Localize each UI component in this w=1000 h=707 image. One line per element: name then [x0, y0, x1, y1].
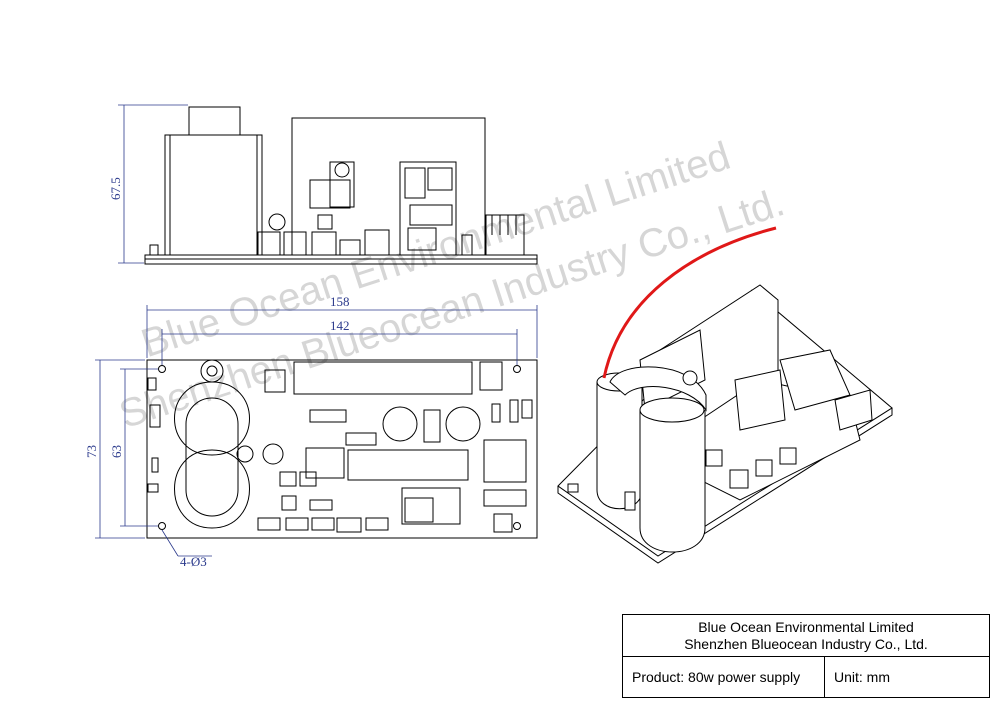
dim-width-label: 73 [84, 445, 99, 458]
dim-height [118, 104, 188, 264]
dim-height-label: 67.5 [108, 177, 123, 200]
dim-length-label: 158 [330, 294, 350, 309]
dim-hole-spacing-x-label: 142 [330, 318, 350, 333]
dim-holes-label: 4-Ø3 [180, 554, 207, 569]
company-name-cn: Shenzhen Blueocean Industry Co., Ltd. [684, 636, 928, 652]
title-block: Blue Ocean Environmental Limited Shenzhe… [622, 614, 990, 698]
title-block-company: Blue Ocean Environmental Limited Shenzhe… [623, 615, 989, 657]
product-cell: Product: 80w power supply [623, 657, 825, 697]
top-view [146, 359, 538, 539]
company-name-en: Blue Ocean Environmental Limited [698, 619, 914, 635]
side-view [144, 106, 538, 265]
unit-cell: Unit: mm [834, 669, 890, 685]
dim-top [95, 305, 538, 557]
isometric-view [557, 284, 893, 564]
red-wire [602, 226, 777, 379]
dim-hole-spacing-y-label: 63 [109, 445, 124, 458]
